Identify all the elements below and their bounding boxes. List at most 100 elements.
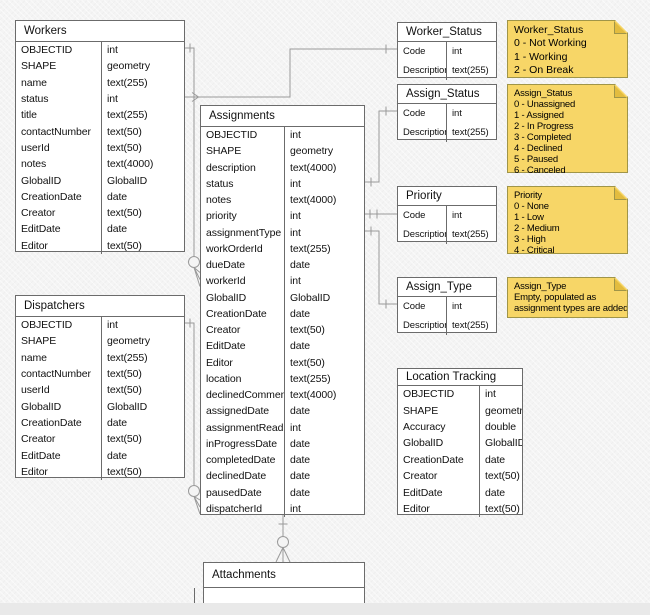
entity-title[interactable]: Dispatchers xyxy=(16,296,184,317)
field-name: inProgressDate xyxy=(206,437,277,450)
entity-title[interactable]: Attachments xyxy=(204,563,364,588)
connector-assignments-assigntype[interactable] xyxy=(365,226,397,309)
connector-assignments-assignstatus[interactable] xyxy=(365,106,397,187)
entity-title[interactable]: Workers xyxy=(16,21,184,42)
entity-title[interactable]: Assign_Status xyxy=(398,85,496,104)
entity-title[interactable]: Location Tracking xyxy=(398,369,522,386)
field-type: text(255) xyxy=(107,76,148,89)
field-name: Code xyxy=(403,301,426,312)
connector-assignments-attachments[interactable] xyxy=(275,515,291,563)
connector-workers-assignments[interactable] xyxy=(185,43,201,287)
entity-title[interactable]: Priority xyxy=(398,187,496,206)
entity-attachments[interactable]: Attachments xyxy=(194,562,365,606)
entity-title[interactable]: Assignments xyxy=(201,106,364,127)
field-type: text(50) xyxy=(107,239,142,252)
note-title: Assign_Status xyxy=(514,88,573,99)
entity-title[interactable]: Worker_Status xyxy=(398,23,496,42)
field-name: OBJECTID xyxy=(403,388,455,401)
field-name: GlobalID xyxy=(206,291,247,304)
connector-workers-workerstatus[interactable] xyxy=(185,44,397,102)
connector-assignments-priority[interactable] xyxy=(365,209,397,219)
connector-dispatchers-assignments[interactable] xyxy=(185,318,201,515)
entity-title[interactable]: Assign_Type xyxy=(398,278,496,297)
note-line: 3 - High xyxy=(514,234,546,245)
